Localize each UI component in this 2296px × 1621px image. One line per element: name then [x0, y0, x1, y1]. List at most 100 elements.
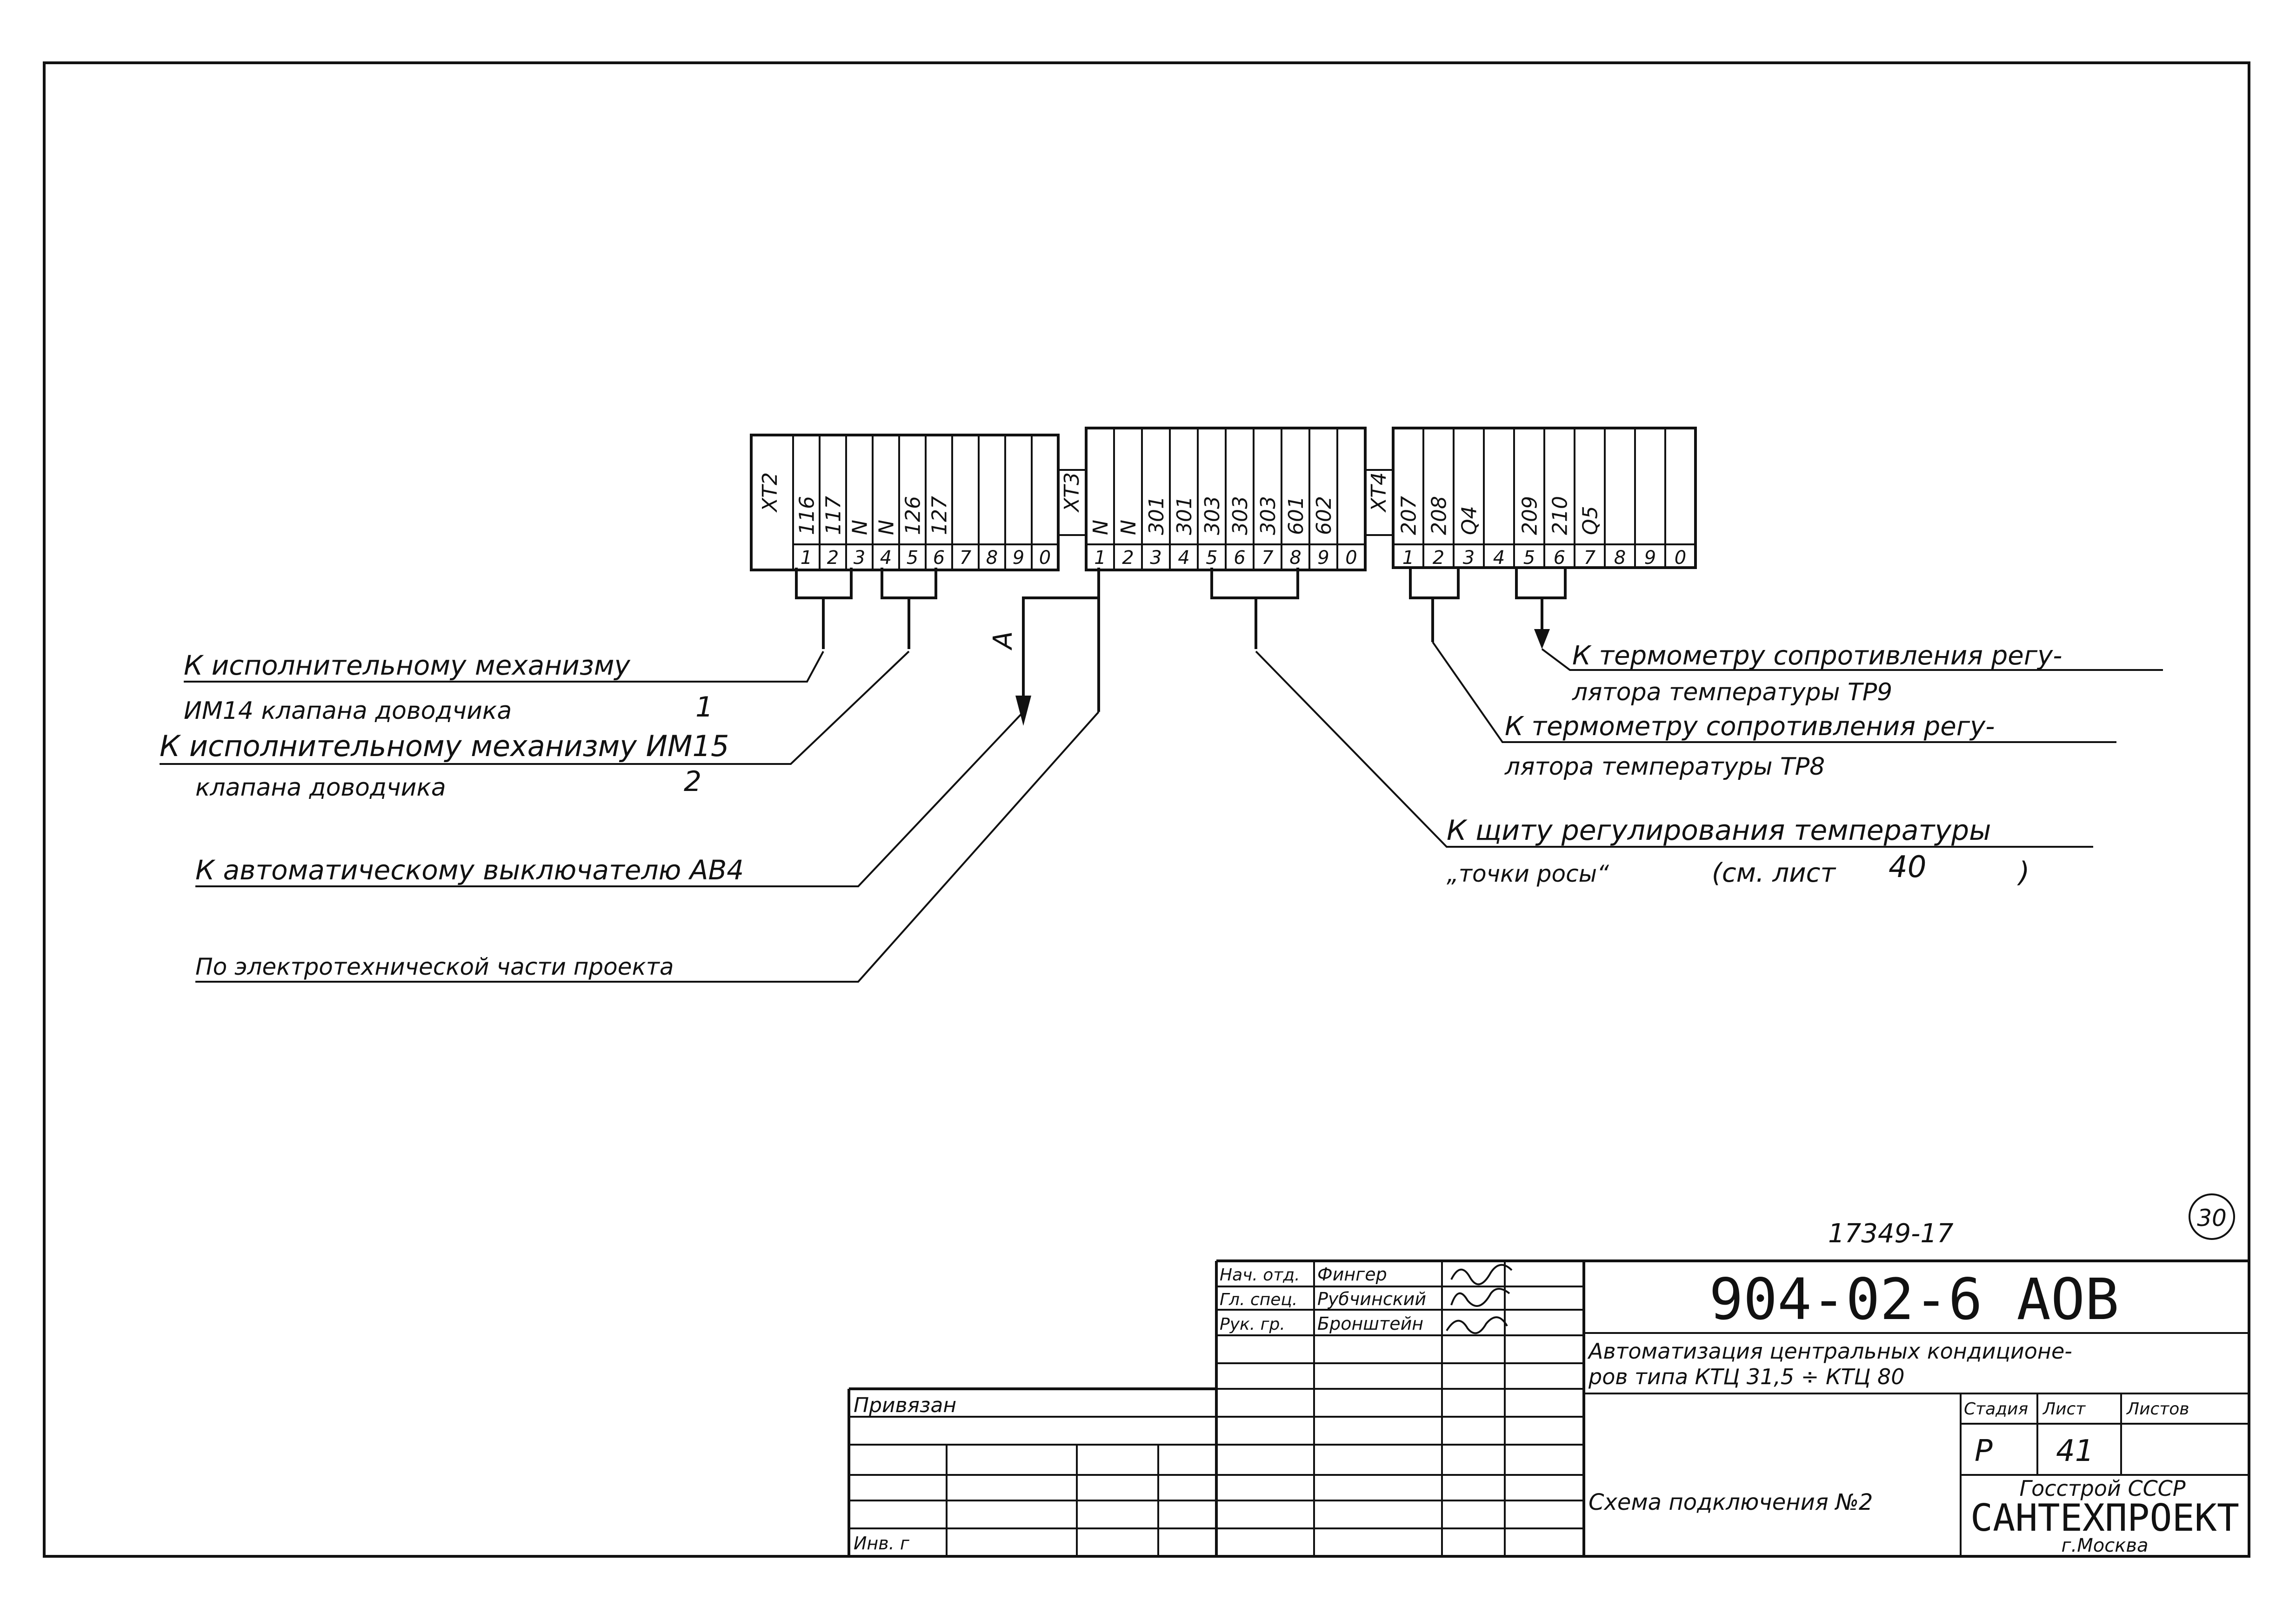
wire-label: 127: [928, 496, 952, 535]
org-line-3: г.Москва: [2062, 1535, 2149, 1556]
branch-a: [1022, 596, 1099, 712]
annotation-right3-line3: (см. лист: [1712, 858, 1836, 888]
terminal-number: 1: [801, 547, 812, 569]
sign-role-1: Нач. отд.: [1220, 1266, 1300, 1285]
leader-left3: [195, 711, 1024, 887]
annotation-right3-close: ): [2017, 856, 2029, 889]
terminal-number: 2: [1122, 547, 1134, 569]
leader-right2: [1432, 641, 2116, 743]
annotation-left4: По электротехнической части проекта: [195, 953, 674, 980]
annotation-right2-line2: лятора температуры ТР8: [1504, 753, 1825, 781]
annotation-left2-num: 2: [684, 765, 701, 798]
terminal-number: 1: [1094, 547, 1106, 569]
wire-label: 303: [1228, 496, 1252, 535]
annotation-left1-line1: К исполнительному механизму: [184, 650, 630, 681]
drawing-code: 904-02-6 АОВ: [1709, 1266, 2119, 1333]
wire-label: 303: [1256, 496, 1280, 535]
leader-left4: [195, 711, 1100, 983]
annotation-left2-line2: клапана доводчика: [195, 774, 446, 802]
terminal-number: 7: [1261, 547, 1274, 569]
block-label: XT4: [1367, 472, 1391, 513]
terminal-number: 0: [1039, 547, 1051, 569]
annotation-left2-line1: К исполнительному механизму ИМ15: [160, 729, 729, 763]
terminal-number: 3: [854, 547, 865, 569]
tb-lower-columns: [946, 1445, 1159, 1556]
tb-right-rows: [1584, 1332, 2249, 1394]
terminal-number: 6: [1234, 547, 1245, 569]
terminal-number: 8: [1289, 547, 1301, 569]
terminal-number: 4: [1178, 547, 1189, 569]
wire-label: N: [875, 520, 899, 535]
arrow-label: А: [988, 631, 1018, 650]
block-label: XT3: [1060, 472, 1084, 513]
stage-value: Р: [1975, 1434, 1993, 1468]
sheet-circle-number: 30: [2197, 1205, 2227, 1232]
wire-label: 126: [901, 496, 925, 535]
title-block-text: Нач. отд. Фингер Гл. спец. Рубчинский Ру…: [854, 1264, 2239, 1556]
sheets-label: Листов: [2126, 1400, 2189, 1419]
wire-label: 117: [822, 496, 846, 535]
wire-label: 303: [1201, 496, 1224, 535]
title-block: [848, 1259, 2249, 1556]
org-line-1: Госстрой СССР: [2019, 1476, 2185, 1501]
terminal-number: 0: [1675, 547, 1686, 569]
terminal-number: 5: [907, 547, 918, 569]
leader-right3: [1255, 650, 2093, 848]
wire-label: 601: [1284, 496, 1308, 535]
leader-left1: [184, 651, 824, 683]
terminal-number: 3: [1150, 547, 1161, 569]
annotation-right3-line1: К щиту регулирования температуры: [1447, 814, 1991, 847]
leaders: [160, 641, 2163, 983]
terminal-number: 1: [1402, 547, 1414, 569]
wiring: [795, 568, 1567, 726]
terminal-number: 0: [1345, 547, 1357, 569]
wire-label: 116: [795, 496, 819, 535]
sign-role-3: Рук. гр.: [1220, 1315, 1285, 1334]
title-line-1: Автоматизация центральных кондиционе-: [1587, 1339, 2072, 1364]
terminal-number: 3: [1463, 547, 1475, 569]
terminal-number: 2: [1433, 547, 1444, 569]
sign-name-1: Фингер: [1317, 1264, 1387, 1285]
annotation-right2-line1: К термометру сопротивления регу-: [1505, 711, 1995, 742]
jumper-xt3-6-8: [1210, 568, 1299, 599]
annotation-right3-sheet: 40: [1889, 850, 1926, 884]
wire-label: N: [848, 520, 872, 535]
tb-sign-rows: [849, 1286, 1584, 1529]
block-label: XT2: [758, 472, 782, 513]
jumper-xt2-5-6: [881, 568, 937, 599]
wire-label: N: [1089, 520, 1113, 535]
title-line-2: ров типа КТЦ 31,5 ÷ КТЦ 80: [1588, 1364, 1905, 1389]
tb-stage-grid: [1960, 1393, 2249, 1556]
annotation-left1-line2: ИМ14 клапана доводчика: [184, 697, 512, 725]
arrow-a-icon: [1015, 696, 1031, 726]
jumper-xt4-2-3: [1409, 568, 1460, 599]
terminal-number: 9: [1644, 547, 1656, 569]
arrow-xt4-icon: [1534, 629, 1550, 649]
annotation-right1-line1: К термометру сопротивления регу-: [1572, 641, 2062, 671]
terminal-number: 9: [1317, 547, 1329, 569]
block-label-frame: [1364, 469, 1394, 536]
wire-label: 602: [1312, 496, 1336, 535]
terminal-number: 6: [1554, 547, 1565, 569]
wire-label: Q5: [1579, 506, 1602, 535]
wire-label: 208: [1428, 496, 1451, 535]
block-label-frame: [1057, 469, 1087, 536]
sign-name-2: Рубчинский: [1317, 1289, 1426, 1309]
signature-mark-3: [1446, 1316, 1508, 1334]
terminal-number: 6: [933, 547, 945, 569]
sign-name-3: Бронштейн: [1317, 1313, 1423, 1334]
annotations: К исполнительному механизму 1 ИМ14 клапа…: [160, 631, 2062, 980]
wire-label: 301: [1145, 496, 1168, 535]
annotation-right1-line2: лятора температуры ТР9: [1572, 678, 1892, 706]
wire-label: Q4: [1458, 506, 1482, 535]
wire-label: 210: [1548, 496, 1572, 535]
annotation-right3-line2: „точки росы“: [1447, 860, 1609, 887]
terminal-number: 4: [880, 547, 892, 569]
terminal-number: 2: [827, 547, 839, 569]
terminal-number: 5: [1523, 547, 1535, 569]
leader-left2: [160, 650, 910, 765]
wire-label: 207: [1397, 496, 1421, 535]
